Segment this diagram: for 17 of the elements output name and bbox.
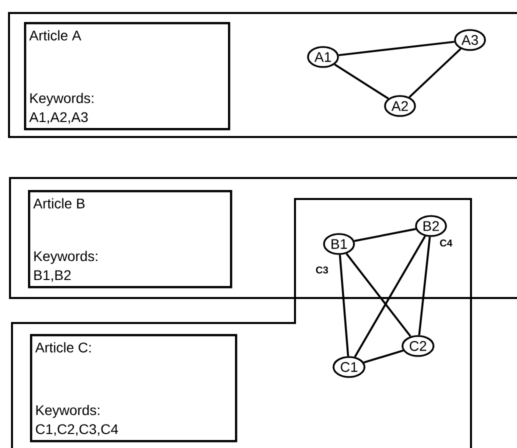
connector-line	[338, 254, 350, 356]
panel-frame	[11, 198, 472, 448]
connector-line	[354, 228, 416, 242]
connector-line	[408, 48, 462, 98]
connector-line	[418, 236, 431, 336]
article-box: Article A Keywords: A1,A2,A3	[24, 22, 230, 130]
article-box: Article B Keywords: B1,B2	[28, 190, 232, 288]
article-box: Article C: Keywords: C1,C2,C3,C4	[30, 334, 238, 442]
panel-frame	[9, 177, 517, 299]
connector-line	[334, 64, 389, 100]
connector-line	[346, 253, 412, 337]
connector-line	[364, 350, 404, 364]
panel-frame	[8, 12, 517, 138]
connector-line	[354, 236, 426, 358]
keyword-label: C3	[316, 266, 328, 274]
connector-line	[338, 40, 454, 56]
keyword-label: C4	[440, 239, 452, 247]
